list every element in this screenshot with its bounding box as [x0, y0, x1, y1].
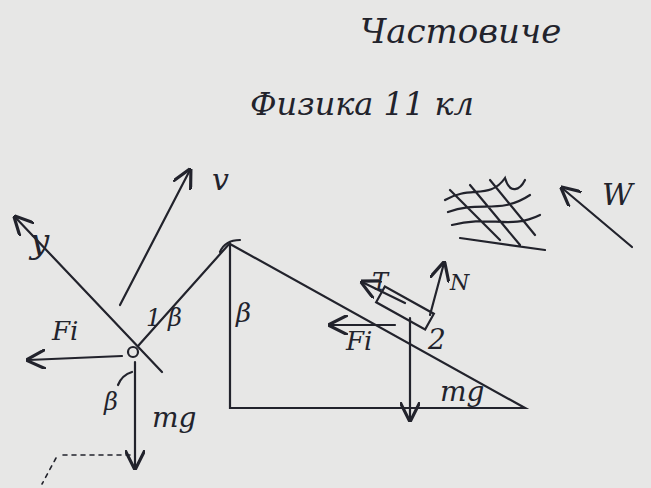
angle-label: β [168, 306, 182, 330]
force-label: N [450, 272, 469, 294]
inertia-arrow [330, 324, 395, 326]
vector-label: v [212, 165, 229, 195]
point-1 [128, 347, 138, 357]
subtitle: Физика 11 кл [250, 88, 474, 120]
force-label: T [372, 270, 388, 294]
incline [220, 240, 525, 408]
y-axis [15, 217, 162, 372]
point-label: 2 [428, 326, 446, 354]
force-label: mg [440, 378, 484, 406]
axis-label: y [30, 224, 49, 258]
gravity-arrow [409, 318, 411, 420]
force-label: mg [152, 404, 196, 432]
string [138, 243, 230, 346]
angle-label: β [104, 390, 118, 414]
v-arrow [120, 170, 190, 305]
point-label: 1 [146, 306, 161, 330]
scribble [445, 178, 545, 250]
normal-arrow [430, 263, 444, 315]
angle-label: β [236, 300, 251, 326]
force-label: Fi [346, 328, 372, 354]
title: Частовиче [360, 14, 561, 48]
dashed-line [58, 454, 130, 456]
vector-label: W [602, 180, 633, 210]
angle-arc [118, 372, 132, 385]
force-label: Fi [52, 318, 78, 344]
inertia-arrow [28, 356, 122, 360]
dashed-line [42, 458, 56, 484]
gravity-arrow [134, 362, 136, 468]
